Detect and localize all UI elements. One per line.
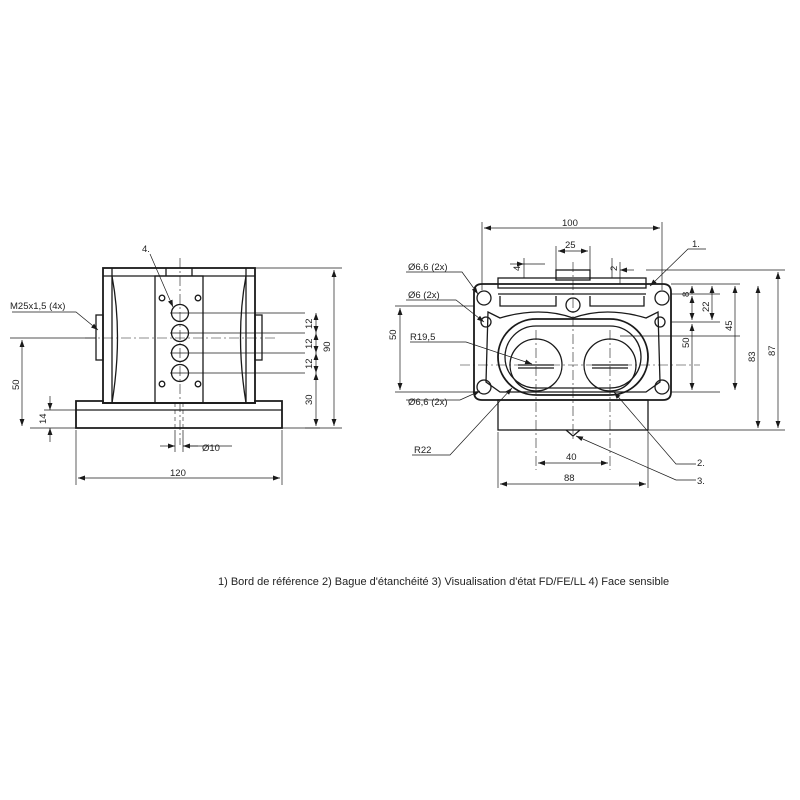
left-gland-left [95,314,104,361]
callout-seal-ring: 2. [697,458,705,469]
dim-22: 22 [701,301,712,312]
legend-caption: 1) Bord de référence 2) Bague d'étanchéi… [218,576,669,588]
left-view: 4. M25x1,5 (4x) Ø10 120 90 12 12 12 30 5… [10,244,342,485]
dim-40: 40 [566,452,577,463]
left-body-outline [102,267,256,404]
left-base [75,400,283,429]
thread-label: M25x1,5 (4x) [10,301,65,312]
hole-label-bottom: Ø6,6 (2x) [408,397,448,408]
dim-50-right: 50 [681,337,692,348]
hole-label-middle: Ø6 (2x) [408,290,440,301]
radius-22: R22 [414,445,431,456]
left-gland-right [254,314,263,361]
dim-45: 45 [724,320,735,331]
screw-hole [158,380,166,388]
dim-4: 4 [512,266,523,271]
right-inner-pocket [485,310,661,393]
dim-diameter-10: Ø10 [202,443,220,454]
dim-8: 8 [681,292,692,297]
right-plate-outline [473,283,672,401]
dim-88: 88 [564,473,575,484]
radius-19-5: R19,5 [410,332,435,343]
dim-pitch-12b: 12 [304,338,315,349]
right-top-housing [497,277,647,289]
dim-87: 87 [767,345,778,356]
dim-50-left-plate: 50 [388,329,399,340]
screw-hole [194,380,202,388]
hole-label-top: Ø6,6 (2x) [408,262,448,273]
callout-sensing-face: 4. [142,244,150,255]
callout-reference-edge: 1. [692,239,700,250]
dim-height-90: 90 [322,341,333,352]
dim-pitch-12a: 12 [304,318,315,329]
callout-status-display: 3. [697,476,705,487]
dim-width-120: 120 [170,468,186,479]
dim-50-left: 50 [11,379,22,390]
right-view: 100 25 4 2 1. 8 22 45 50 83 87 50 Ø6,6 (… [388,218,785,488]
dim-2: 2 [609,266,620,271]
screw-hole [158,294,166,302]
screw-hole [194,294,202,302]
dim-width-100: 100 [562,218,578,229]
mounting-holes [476,290,670,395]
dim-25: 25 [565,240,576,251]
dim-30: 30 [304,394,315,405]
dim-83: 83 [747,351,758,362]
seal-ring [497,318,649,396]
dim-pitch-12c: 12 [304,358,315,369]
dim-14: 14 [38,413,49,424]
